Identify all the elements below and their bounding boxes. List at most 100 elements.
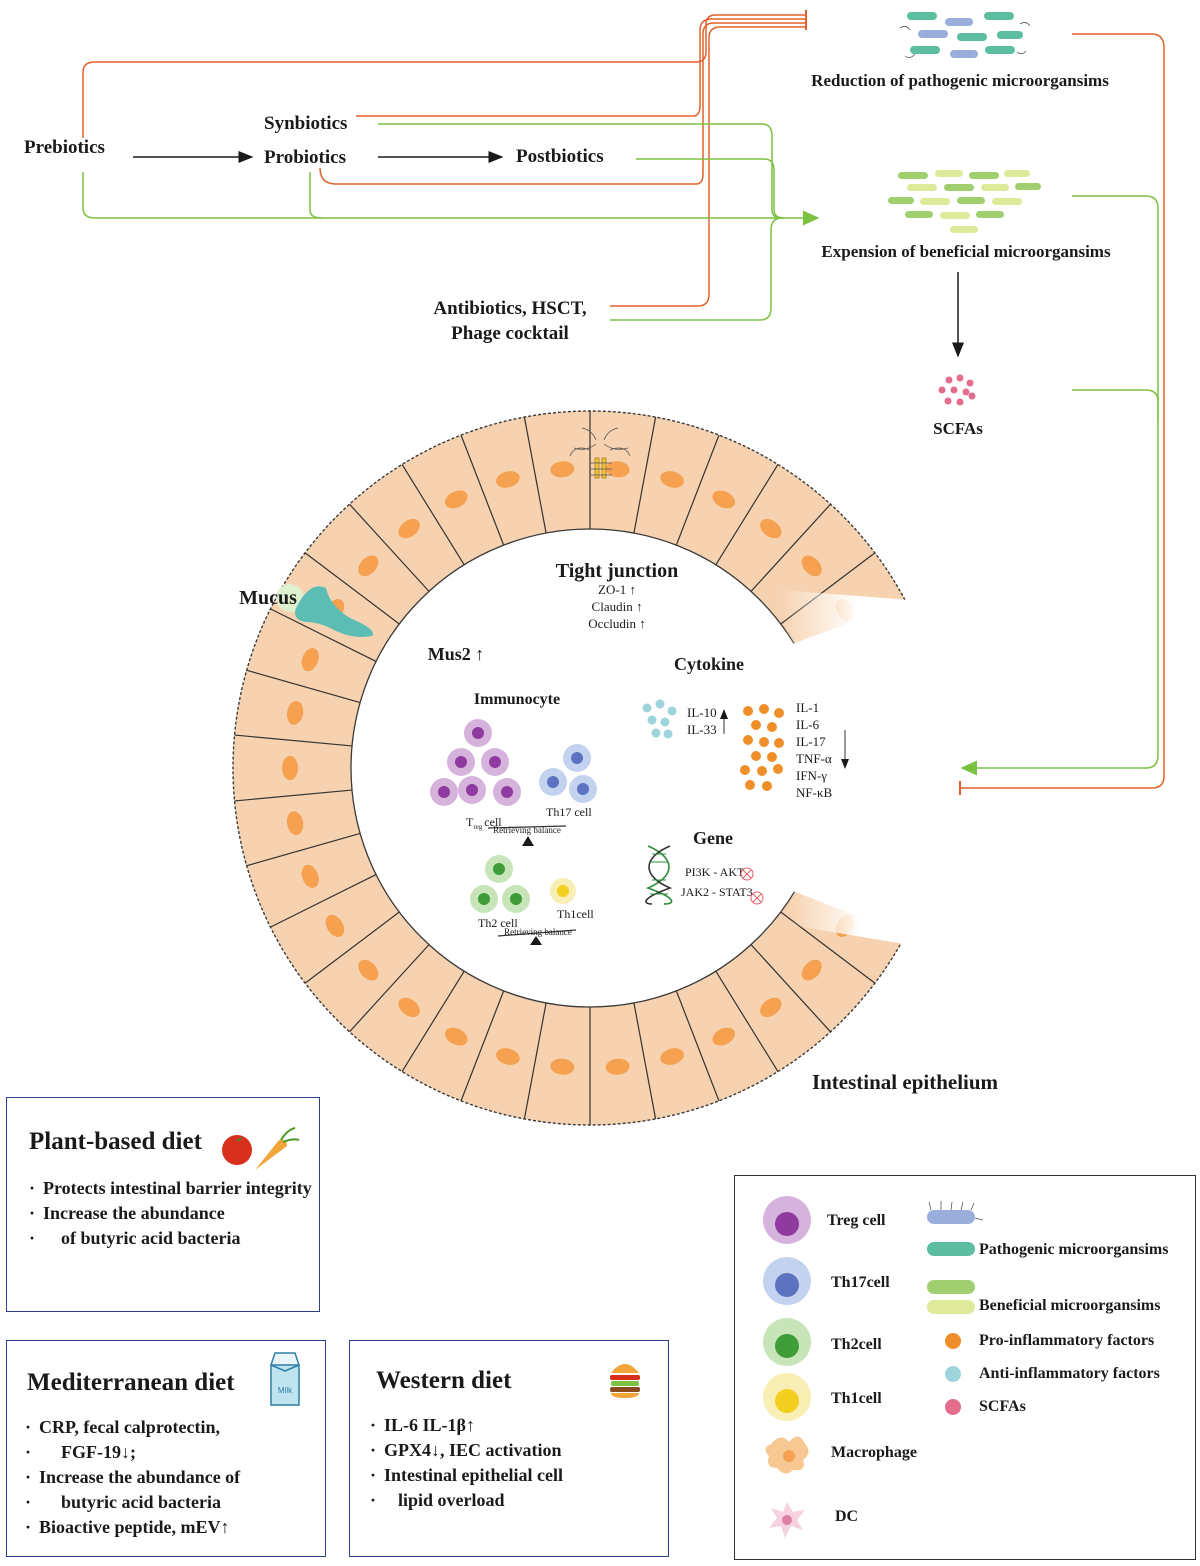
balance-scale-2 <box>497 929 577 945</box>
th17-cell-cluster <box>539 744 597 803</box>
legend-dc-label: DC <box>835 1508 859 1525</box>
th1-cell <box>550 878 576 904</box>
legend-scfas-dot <box>945 1399 961 1415</box>
epithelium-gap <box>790 600 953 936</box>
mediterranean-diet-box: Mediterranean diet Milk CRP, fecal calpr… <box>6 1340 326 1557</box>
cell-nucleus <box>760 997 782 1018</box>
plant-based-diet-box: Plant-based diet Protects intestinal bar… <box>6 1097 320 1312</box>
legend-th2-label: Th2cell <box>831 1336 882 1353</box>
cell-nucleus <box>444 1027 468 1046</box>
il17-label: IL-17 <box>796 734 826 749</box>
milk-label: Milk <box>278 1386 293 1395</box>
mus2-label: Mus2 ↑ <box>428 644 485 664</box>
probiotics-label: Probiotics <box>264 147 346 168</box>
antibiotics-label-line2: Phage cocktail <box>451 323 569 344</box>
postbiotics-label: Postbiotics <box>516 146 604 167</box>
cell-wall <box>675 434 720 546</box>
legend-th17-label: Th17cell <box>831 1274 890 1291</box>
cell-nucleus <box>496 1048 520 1065</box>
cell-wall <box>675 990 720 1102</box>
cell-wall <box>460 434 505 546</box>
cell-wall <box>246 832 361 867</box>
cell-nucleus <box>398 997 420 1018</box>
cell-nucleus <box>801 555 822 577</box>
il33-label: IL-33 <box>687 722 717 737</box>
scfas-dot-cluster <box>938 374 976 406</box>
inhibited-icon-1 <box>740 867 754 881</box>
cell-nucleus <box>282 756 298 780</box>
th2-cell-label: Th2 cell <box>478 916 518 930</box>
mucus-label: Mucus <box>239 587 297 609</box>
cell-nucleus <box>398 518 420 539</box>
cytokine-label: Cytokine <box>674 654 744 674</box>
legend-dc-icon <box>769 1502 805 1538</box>
expension-label: Expension of beneficial microorgansims <box>821 242 1111 261</box>
cell-wall <box>715 464 779 566</box>
cell-wall <box>401 970 465 1072</box>
probiotics-inhibit-line <box>319 22 805 185</box>
legend-th2-icon <box>763 1318 811 1366</box>
burger-icon <box>610 1364 640 1398</box>
legend-pathogenic-label: Pathogenic microorgansims <box>979 1241 1169 1258</box>
cell-nucleus <box>605 461 630 478</box>
probiotics-promote-line <box>309 172 323 219</box>
synbiotics-inhibit-line <box>356 18 805 117</box>
western-diet-box: Western diet IL-6 IL-1β↑ GPX4↓, IEC acti… <box>349 1340 669 1557</box>
reduction-label: Reduction of pathogenic microorgansims <box>811 71 1109 90</box>
mediterranean-item-3: Increase the abundance of <box>25 1465 240 1490</box>
legend-anti-label: Anti-inflammatory factors <box>979 1365 1160 1382</box>
inhibited-icon-2 <box>750 891 764 905</box>
tomato-carrot-icon <box>222 1127 300 1170</box>
cell-wall <box>349 944 430 1033</box>
mucus-blob <box>276 584 374 637</box>
cell-wall <box>401 464 465 566</box>
western-item-2: GPX4↓, IEC activation <box>370 1438 563 1463</box>
gene-label: Gene <box>693 828 733 848</box>
beneficial-microorganism-cluster <box>888 170 1041 233</box>
legend-pro-label: Pro-inflammatory factors <box>979 1332 1155 1349</box>
cell-nucleus <box>660 1048 684 1065</box>
balance-scale-1 <box>487 825 567 846</box>
claudin-label: Claudin ↑ <box>592 599 643 614</box>
plant-item-1: Protects intestinal barrier integrity <box>29 1176 312 1201</box>
legend-beneficial-icon <box>927 1280 975 1314</box>
legend-treg-label: Treg cell <box>827 1212 886 1229</box>
antibiotics-promote-line <box>610 217 783 321</box>
tnf-alpha-label: TNF-α <box>796 751 832 766</box>
th2-cell-cluster <box>470 855 530 913</box>
tight-junction-structure <box>569 427 631 479</box>
dna-helix-icon <box>645 845 673 905</box>
ifn-gamma-label: IFN-γ <box>796 768 827 783</box>
legend-anti-inflammatory-dot <box>945 1366 961 1382</box>
prebiotics-inhibit-line <box>82 14 805 138</box>
plant-item-3: of butyric acid bacteria <box>29 1226 312 1251</box>
western-item-4: lipid overload <box>370 1488 563 1513</box>
cell-nucleus <box>801 959 822 981</box>
cell-nucleus <box>550 461 575 478</box>
mediterranean-item-1: CRP, fecal calprotectin, <box>25 1415 240 1440</box>
zo1-label: ZO-1 ↑ <box>598 582 636 597</box>
jak2-stat3-label: JAK2 - STAT3 <box>681 885 753 899</box>
mediterranean-item-4: butyric acid bacteria <box>25 1490 240 1515</box>
pathogen-reduction-inhibit-line <box>960 33 1165 789</box>
cell-wall <box>715 970 779 1072</box>
cell-nucleus <box>301 864 319 888</box>
postbiotics-promote-line <box>636 158 785 219</box>
legend-cell-icons <box>763 1196 984 1538</box>
cell-nucleus <box>444 490 468 509</box>
treg-cell-cluster <box>430 719 521 806</box>
occludin-label: Occludin ↑ <box>588 616 645 631</box>
prebiotics-promote-line <box>82 172 820 226</box>
cell-wall <box>304 552 400 625</box>
synbiotics-promote-line <box>378 123 783 219</box>
western-diet-title: Western diet <box>376 1367 512 1394</box>
mediterranean-item-5: Bioactive peptide, mEV↑ <box>25 1515 240 1540</box>
scfas-label: SCFAs <box>933 419 983 438</box>
cell-nucleus <box>712 490 736 509</box>
cell-wall <box>270 873 377 928</box>
legend-box: Treg cell Th17cell Th2cell Th1cell Macro… <box>734 1175 1196 1560</box>
retrieving-balance-label-1: Retrieving balance <box>493 825 561 835</box>
cell-nucleus <box>358 959 379 981</box>
cell-wall <box>460 990 505 1102</box>
